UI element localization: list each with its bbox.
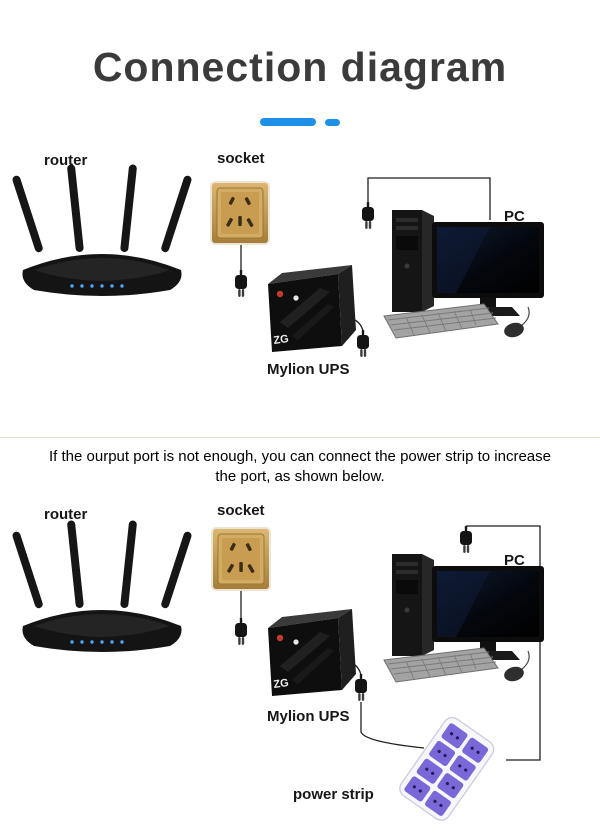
diagram-bottom: router socket PC Mylion UPS power strip (0, 490, 600, 839)
ups-label: Mylion UPS (267, 708, 350, 725)
note-line-1: If the ourput port is not enough, you ca… (49, 448, 551, 465)
socket-icon (210, 181, 270, 245)
plug-icon (235, 618, 247, 645)
ups-label: Mylion UPS (267, 361, 350, 378)
socket-icon (211, 527, 271, 591)
plug-icon (357, 330, 369, 357)
accent-dash-long-icon (260, 118, 316, 126)
accent-dash-short-icon (325, 118, 340, 126)
ups-icon (268, 609, 356, 696)
pc-label: PC (504, 208, 525, 225)
pc-icon (383, 553, 545, 684)
power-strip-label: power strip (293, 786, 374, 803)
section-divider (0, 437, 600, 438)
diagram-bottom-canvas (11, 520, 545, 825)
power-strip-icon (395, 713, 498, 825)
router-label: router (44, 506, 88, 523)
ups-icon (268, 265, 356, 352)
diagram-top: router socket PC Mylion UPS (0, 140, 600, 410)
plug-icon (355, 674, 367, 701)
pc-label: PC (504, 552, 525, 569)
socket-label: socket (217, 502, 265, 519)
page-title: Connection diagram (92, 44, 508, 90)
note-text: If the ourput port is not enough, you ca… (0, 447, 600, 486)
note-line-2: the port, as shown below. (215, 467, 385, 485)
socket-label: socket (217, 150, 265, 167)
plug-icon (235, 270, 247, 297)
title-accent (0, 118, 600, 126)
plug-icon (460, 526, 472, 553)
router-label: router (44, 152, 88, 169)
diagram-top-canvas (11, 164, 545, 357)
pc-icon (383, 209, 545, 340)
router-icon (11, 520, 193, 652)
router-icon (11, 164, 193, 296)
plug-icon (362, 202, 374, 229)
